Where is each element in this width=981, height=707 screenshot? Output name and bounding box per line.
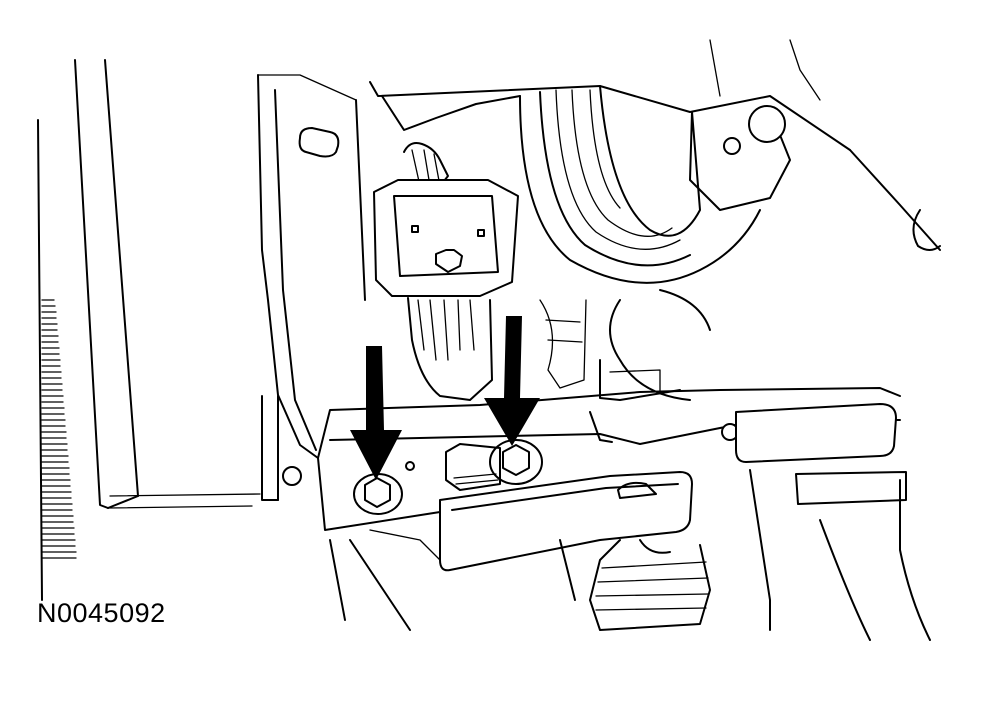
cross-beam — [261, 359, 907, 531]
beam-module — [735, 403, 897, 463]
left-bolt — [353, 473, 403, 515]
down-arrow-icon — [350, 346, 402, 480]
lower-hole — [282, 466, 302, 486]
dash-panel — [257, 39, 941, 459]
side-connector — [795, 471, 907, 505]
hood-release-handle — [439, 443, 693, 572]
pedal-boot — [559, 469, 771, 631]
a-pillar-trim — [37, 59, 261, 601]
pillar-hatch — [41, 299, 77, 559]
electrical-connector — [373, 142, 587, 401]
right-bolt — [489, 439, 543, 485]
steering-shaft — [519, 85, 761, 401]
upper-bracket — [381, 95, 941, 251]
hood-icon — [617, 481, 657, 499]
floor-trim — [329, 479, 931, 641]
bracket-bolt — [723, 137, 741, 155]
figure-id-label: N0045092 — [37, 598, 166, 628]
bracket-hole — [748, 105, 786, 143]
down-arrow-icon — [484, 316, 540, 446]
clip-hole — [298, 127, 340, 158]
